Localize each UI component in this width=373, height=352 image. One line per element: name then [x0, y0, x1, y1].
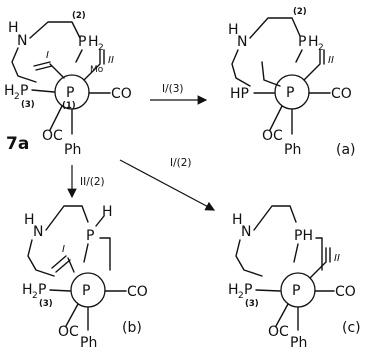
n-atom: N [237, 34, 247, 50]
h-top: H [88, 34, 99, 50]
oc-bottom: OC [58, 324, 79, 340]
bond-p-p1 [83, 243, 89, 263]
bond-n-p3 [231, 49, 251, 87]
h-top: H [308, 34, 319, 50]
bond-n-p-top [45, 205, 89, 231]
p-left: P [244, 282, 252, 298]
panel-7a: H N (2) P H 2 H 2 P (3) I P (1) Mo II CO… [4, 11, 132, 158]
bond-n-p-top [253, 205, 297, 231]
h2-left-sub: 2 [14, 92, 20, 102]
vinyl-ii [303, 49, 325, 81]
chain-arm [99, 237, 111, 271]
h2-left-sub: 2 [238, 291, 244, 301]
n-atom: N [33, 224, 43, 240]
h-on-n: H [8, 20, 19, 36]
h-on-n: H [228, 22, 239, 38]
panel-b: H N P H I H 2 P (3) P CO OC Ph (b) [22, 204, 148, 351]
ph: Ph [80, 335, 97, 347]
co-right: CO [331, 86, 352, 102]
ph: Ph [284, 142, 301, 158]
bond-p-h [95, 215, 105, 227]
p-top: P [78, 34, 86, 50]
arrow-label: II/(2) [80, 176, 105, 188]
bond-bottom [65, 303, 89, 331]
mo-label: Mo [90, 65, 104, 75]
h-top: H [102, 204, 113, 220]
panel-a: H N (2) P H 2 HP P II CO OC Ph (a) [228, 7, 356, 158]
co-right: CO [335, 284, 356, 300]
bond-p3-p1 [31, 89, 55, 93]
p-center: P [82, 283, 90, 299]
oc-bottom: OC [268, 324, 289, 340]
vinyl-ii [83, 49, 105, 81]
vinyl-ii-label: II [328, 55, 334, 66]
num-top: (2) [293, 7, 307, 17]
p-top: P [298, 34, 306, 50]
chain-arm [261, 61, 281, 87]
bond-p2-p1 [295, 49, 303, 63]
h-on-n: H [232, 212, 243, 228]
panel-tag: (a) [336, 142, 356, 158]
ph: Ph [64, 142, 81, 158]
p-center: P [286, 85, 294, 101]
panel-tag: (c) [342, 320, 361, 336]
h2-left: H [22, 282, 33, 298]
num-center: (1) [62, 101, 76, 111]
bond-p3-p1 [255, 289, 281, 292]
hp-left: HP [230, 86, 249, 102]
vinyl-i [33, 61, 65, 79]
vinyl-ii-label: II [108, 55, 114, 66]
vinyl-i [51, 255, 75, 273]
vinyl-ii-label: II [334, 253, 340, 264]
num-left: (3) [245, 299, 259, 309]
bond-p3-p1 [49, 289, 71, 292]
h2-left: H [4, 83, 15, 99]
n-atom: N [17, 33, 27, 49]
vinyl-i-label: I [46, 50, 49, 61]
bond-n-p3 [11, 47, 37, 83]
h-on-n: H [24, 212, 35, 228]
h-top-sub: 2 [318, 43, 324, 53]
arrow-label: I/(3) [162, 83, 184, 95]
ph: Ph [290, 335, 307, 347]
co-right: CO [127, 284, 148, 300]
num-left: (3) [39, 299, 53, 309]
p-center: P [292, 283, 300, 299]
h-top-sub: 2 [98, 43, 104, 53]
p-left: P [38, 282, 46, 298]
p-top: P [86, 228, 94, 244]
arrow-to-b: II/(2) [67, 165, 105, 199]
bond-p2-p1 [75, 49, 83, 63]
ph-top: PH [294, 228, 313, 244]
arrow-to-a: I/(3) [150, 83, 208, 105]
oc-bottom: OC [42, 128, 63, 144]
arrow-label: I/(2) [170, 157, 192, 169]
compound-label: 7a [6, 134, 29, 154]
vinyl-i-label: I [62, 244, 65, 255]
bond-n-p3 [235, 239, 263, 277]
bond-bottom [269, 105, 293, 135]
vinyl-ii [309, 247, 331, 279]
bond-n-p2 [29, 21, 81, 39]
chain-arm [315, 237, 323, 271]
h2-left-sub: 2 [32, 291, 38, 301]
bond-n-p3 [27, 239, 55, 277]
num-left: (3) [21, 100, 35, 110]
bond-n-p2 [249, 17, 301, 39]
bond-bottom [49, 105, 73, 135]
oc-bottom: OC [262, 128, 283, 144]
co-right: CO [111, 86, 132, 102]
bond-p-p1 [293, 243, 299, 263]
h2-left: H [228, 282, 239, 298]
p-center: P [66, 85, 74, 101]
num-top: (2) [72, 11, 86, 21]
p-left: P [20, 83, 28, 99]
n-atom: N [241, 224, 251, 240]
panel-c: H N PH H 2 P (3) P II CO OC Ph (c) [228, 205, 361, 351]
bond-bottom [275, 303, 299, 331]
panel-tag: (b) [122, 320, 142, 336]
arrow-to-c: I/(2) [119, 157, 216, 211]
